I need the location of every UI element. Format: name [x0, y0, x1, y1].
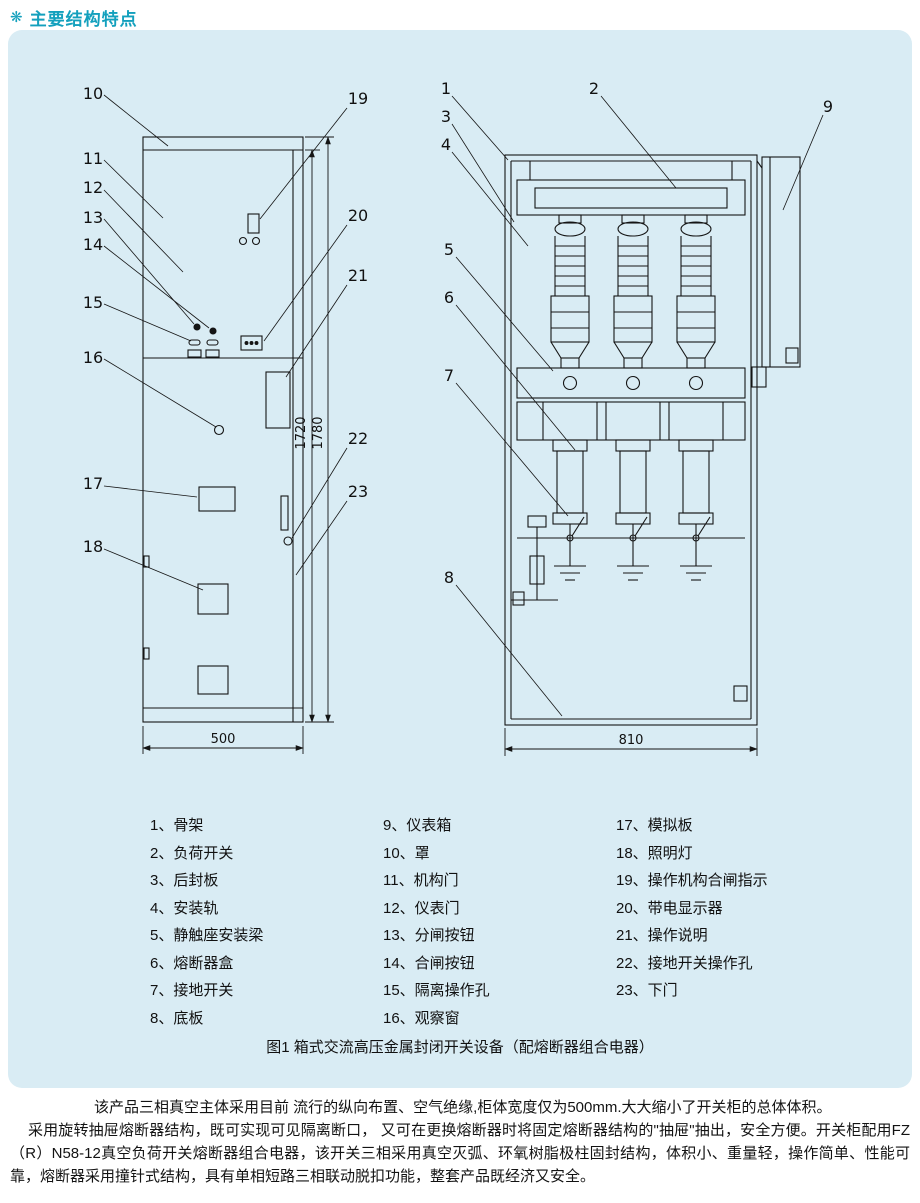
legend-column-3: 17、模拟板 18、照明灯 19、操作机构合闸指示 20、带电显示器 21、操作… [616, 812, 768, 1005]
callout-12: 12 [83, 178, 103, 197]
callout-14: 14 [83, 235, 103, 254]
mimic-panel [198, 486, 236, 512]
legend-item: 15、隔离操作孔 [383, 982, 490, 999]
legend-item: 8、底板 [150, 1009, 204, 1027]
flower-bullet-icon: ❋ [10, 9, 24, 26]
callout-19: 19 [348, 89, 368, 108]
legend-column-1: 1、骨架 2、负荷开关 3、后封板 4、安装轨 5、静触座安装梁 6、熔断器盒 … [150, 812, 263, 1032]
legend-column-2: 9、仪表箱 10、罩 11、机构门 12、仪表门 13、分闸按钮 14、合闸按钮… [383, 812, 490, 1032]
lamp-box-lower [197, 665, 229, 695]
legend-item: 12、仪表门 [383, 899, 460, 917]
callout-1: 1 [441, 79, 451, 98]
legend-item: 10、罩 [383, 844, 430, 862]
earth-switch-hole [283, 536, 293, 546]
side-view-leader-lines [451, 95, 824, 717]
callout-10: 10 [83, 84, 103, 103]
callout-5: 5 [444, 240, 454, 259]
side-view-drawing [504, 154, 801, 726]
callout-13: 13 [83, 208, 103, 227]
callout-18: 18 [83, 537, 103, 556]
fuse-box-row [516, 401, 746, 441]
dim-label-500: 500 [211, 732, 236, 747]
section-title: 主要结构特点 [29, 10, 138, 29]
legend-item: 6、熔断器盒 [150, 954, 234, 972]
body-text: 该产品三相真空主体采用目前 流行的纵向布置、空气绝缘,柜体宽度仅为500mm.大… [10, 1096, 910, 1188]
inspection-window [213, 424, 225, 436]
callout-23: 23 [348, 482, 368, 501]
paragraph-1: 该产品三相真空主体采用目前 流行的纵向布置、空气绝缘,柜体宽度仅为500mm.大… [94, 1099, 832, 1116]
legend-item: 18、照明灯 [616, 844, 693, 862]
legend-item: 3、后封板 [150, 872, 219, 889]
callout-9: 9 [823, 97, 833, 116]
front-view-leader-lines [103, 94, 348, 591]
side-view-callouts: 1 2 9 3 4 5 6 7 8 [441, 79, 833, 587]
dim-label-810: 810 [619, 733, 644, 748]
legend-item: 23、下门 [616, 982, 678, 999]
callout-15: 15 [83, 293, 103, 312]
legend-item: 19、操作机构合闸指示 [616, 872, 768, 889]
callout-16: 16 [83, 348, 103, 367]
callout-17: 17 [83, 474, 103, 493]
legend-item: 14、合闸按钮 [383, 954, 475, 972]
live-display [240, 335, 263, 351]
section-header: ❋ 主要结构特点 [10, 5, 138, 30]
legend-item: 7、接地开关 [150, 982, 234, 999]
side-view-dimension-lines [504, 728, 758, 756]
dim-label-1720: 1720 [294, 416, 309, 449]
legend-item: 2、负荷开关 [150, 844, 234, 862]
figure-panel: 1720 1780 500 10 [8, 30, 912, 1088]
callout-8: 8 [444, 568, 454, 587]
legend-item: 21、操作说明 [616, 927, 708, 944]
callout-2: 2 [589, 79, 599, 98]
legend-item: 20、带电显示器 [616, 899, 723, 917]
legend-item: 22、接地开关操作孔 [616, 954, 753, 972]
callout-4: 4 [441, 135, 451, 154]
pole-assembly [542, 214, 598, 581]
front-view-dimension-lines [142, 136, 334, 754]
legend-item: 17、模拟板 [616, 817, 693, 834]
static-contact-beam [516, 367, 746, 399]
callout-3: 3 [441, 107, 451, 126]
figure1-drawing: 1720 1780 500 10 [83, 79, 833, 756]
legend-item: 9、仪表箱 [383, 817, 452, 834]
legend-item: 11、机构门 [383, 872, 459, 889]
legend-item: 5、静触座安装梁 [150, 927, 264, 944]
paragraph-2: 采用旋转抽屉熔断器结构，既可实现可见隔离断口， 又可在更换熔断器时将固定熔断器结… [10, 1122, 910, 1185]
load-switch-housing [516, 179, 746, 216]
front-view-drawing [142, 136, 304, 723]
lamp-box-upper [197, 583, 229, 615]
dim-label-1780: 1780 [311, 416, 326, 449]
front-view-callouts: 10 11 12 13 14 15 16 17 18 19 20 21 22 2… [83, 84, 368, 556]
callout-11: 11 [83, 149, 103, 168]
legend-item: 13、分闸按钮 [383, 927, 475, 944]
closing-indicator [238, 213, 261, 246]
callout-6: 6 [444, 288, 454, 307]
earth-switch-mechanism [511, 515, 558, 606]
instrument-box [751, 156, 801, 388]
open-close-buttons [187, 323, 220, 358]
callout-21: 21 [348, 266, 368, 285]
legend-item: 1、骨架 [150, 817, 204, 834]
legend-item: 4、安装轨 [150, 899, 219, 917]
door-handle [280, 495, 289, 531]
callout-22: 22 [348, 429, 368, 448]
legend-item: 16、观察窗 [383, 1009, 460, 1027]
figure-caption: 图1 箱式交流高压金属封闭开关设备（配熔断器组合电器） [266, 1039, 654, 1056]
callout-7: 7 [444, 366, 454, 385]
operation-instruction-plate [265, 371, 291, 429]
callout-20: 20 [348, 206, 368, 225]
